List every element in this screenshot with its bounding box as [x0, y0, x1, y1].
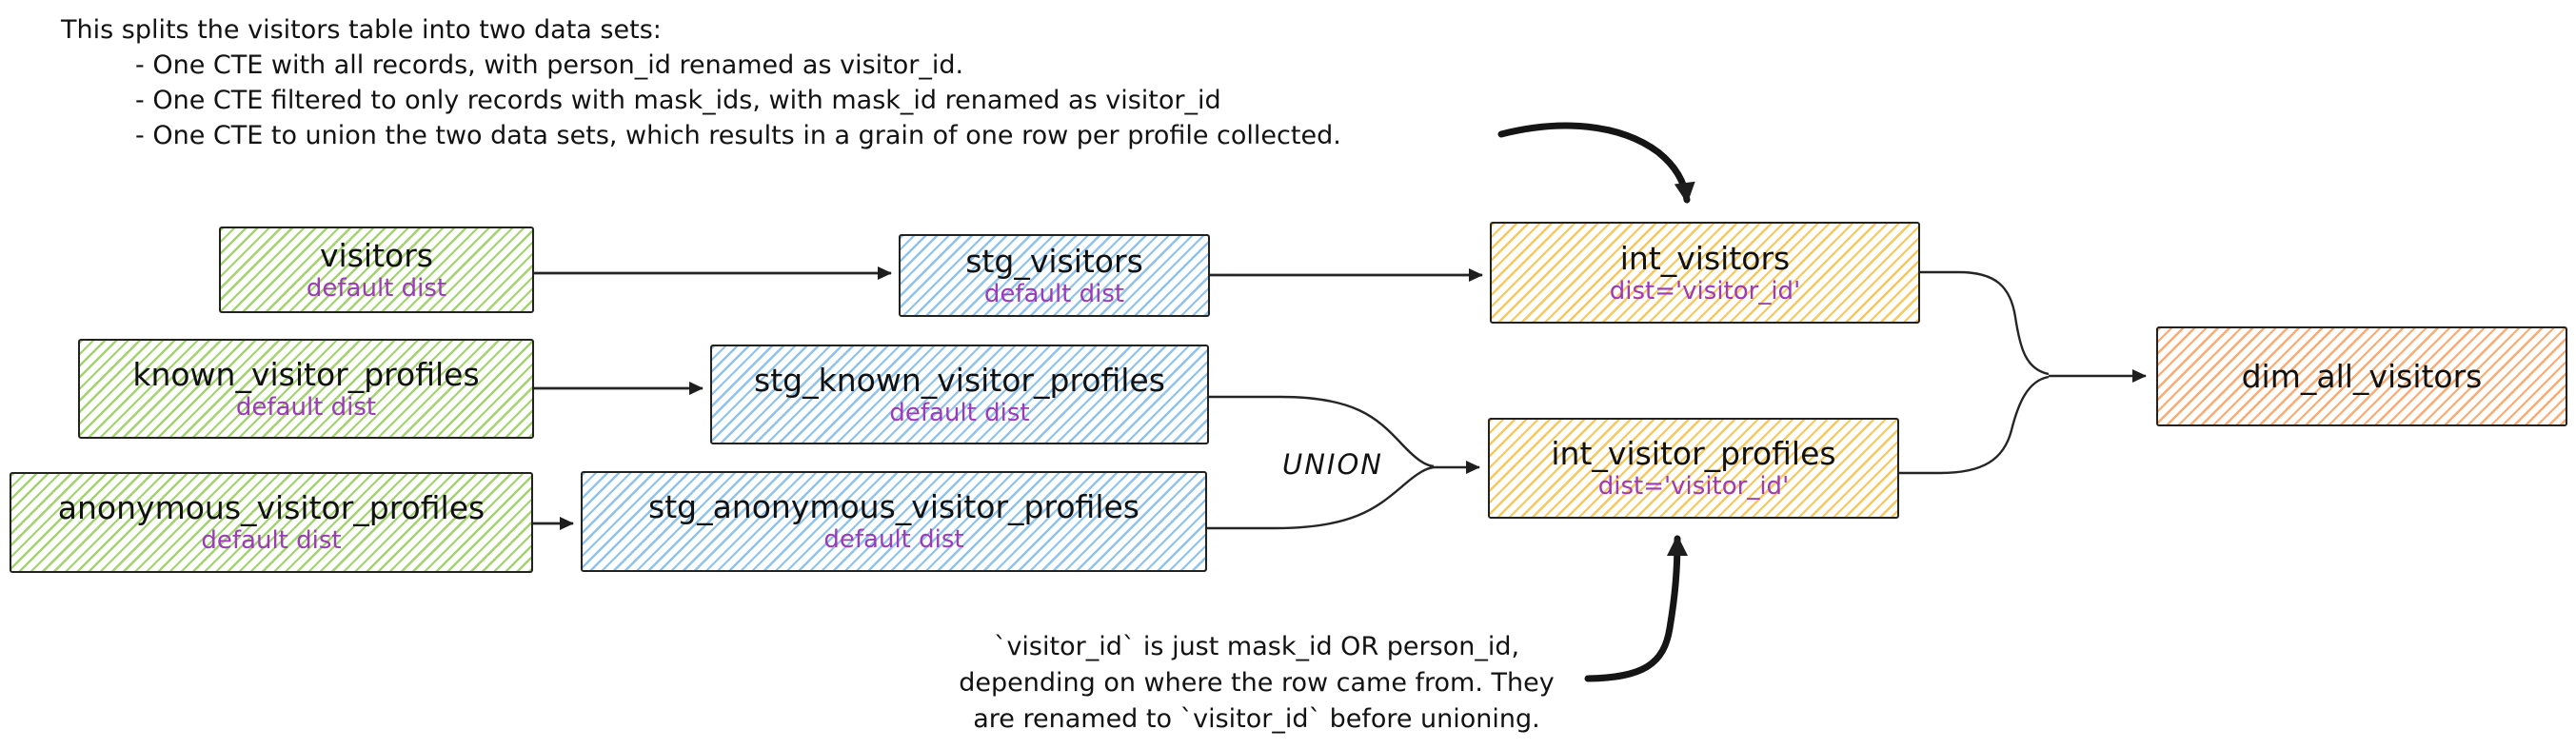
node-title: anonymous_visitor_profiles	[57, 489, 485, 526]
node-stg-anonymous-visitor-profiles[interactable]: stg_anonymous_visitor_profiles default d…	[581, 471, 1207, 572]
node-subtitle: default dist	[201, 526, 342, 555]
node-title: dim_all_visitors	[2241, 357, 2483, 395]
merge-curve-from-int-visitors	[1920, 270, 2050, 376]
node-title: stg_anonymous_visitor_profiles	[648, 488, 1139, 525]
node-int-visitor-profiles[interactable]: int_visitor_profiles dist='visitor_id'	[1488, 418, 1899, 519]
bottom-annotation-line: are renamed to `visitor_id` before union…	[973, 704, 1540, 734]
top-annotation-bullet: - One CTE filtered to only records with …	[135, 86, 1221, 115]
merge-curve-from-int-profiles	[1899, 375, 2050, 475]
node-subtitle: dist='visitor_id'	[1597, 472, 1790, 501]
bottom-annotation-line: depending on where the row came from. Th…	[959, 668, 1555, 698]
node-subtitle: default dist	[306, 273, 447, 303]
node-subtitle: default dist	[823, 525, 964, 554]
node-title: known_visitor_profiles	[132, 355, 480, 393]
node-int-visitors[interactable]: int_visitors dist='visitor_id'	[1490, 222, 1920, 324]
node-anonymous-visitor-profiles[interactable]: anonymous_visitor_profiles default dist	[10, 472, 533, 573]
node-visitors[interactable]: visitors default dist	[219, 227, 534, 313]
node-title: visitors	[320, 236, 433, 274]
node-subtitle: default dist	[889, 398, 1030, 427]
bottom-annotation-line: `visitor_id` is just mask_id OR person_i…	[993, 632, 1520, 661]
node-stg-visitors[interactable]: stg_visitors default dist	[899, 234, 1210, 317]
node-subtitle: default dist	[983, 279, 1125, 308]
top-annotation: This splits the visitors table into two …	[61, 12, 1341, 153]
node-subtitle: default dist	[235, 392, 377, 422]
node-subtitle: dist='visitor_id'	[1609, 276, 1801, 306]
node-stg-known-visitor-profiles[interactable]: stg_known_visitor_profiles default dist	[710, 345, 1209, 444]
top-annotation-intro: This splits the visitors table into two …	[61, 15, 662, 45]
node-title: stg_known_visitor_profiles	[754, 361, 1165, 399]
annotation-arrow-top-to-int-visitors	[1497, 122, 1695, 204]
node-title: int_visitors	[1619, 239, 1791, 277]
top-annotation-bullet: - One CTE to union the two data sets, wh…	[135, 121, 1341, 150]
node-known-visitor-profiles[interactable]: known_visitor_profiles default dist	[78, 339, 534, 439]
bottom-annotation: `visitor_id` is just mask_id OR person_i…	[904, 629, 1609, 738]
top-annotation-bullet: - One CTE with all records, with person_…	[135, 50, 964, 80]
node-title: stg_visitors	[965, 242, 1143, 280]
node-dim-all-visitors[interactable]: dim_all_visitors	[2156, 326, 2567, 426]
union-label: UNION	[1282, 448, 1383, 481]
node-title: int_visitor_profiles	[1551, 435, 1836, 472]
